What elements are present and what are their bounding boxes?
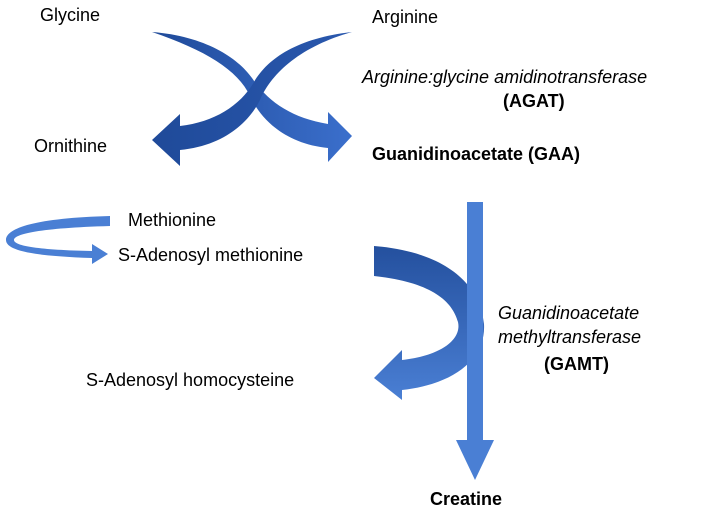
ornithine-label: Ornithine: [34, 136, 108, 156]
s-adenosyl-methionine-label: S-Adenosyl methionine: [118, 245, 304, 265]
sam-to-sah-arrow: [374, 246, 485, 400]
glycine-to-gaa-arrow: [152, 4, 352, 162]
arginine-to-ornithine-arrow: [152, 4, 352, 166]
gamt-enzyme-line1-label: Guanidinoacetate: [498, 303, 640, 323]
creatine-label: Creatine: [430, 489, 503, 509]
glycine-label: Glycine: [40, 5, 101, 25]
methionine-cycle-arrow: [6, 216, 110, 264]
methionine-label: Methionine: [128, 210, 217, 230]
guanidinoacetate-label: Guanidinoacetate (GAA): [372, 144, 581, 164]
gaa-to-creatine-arrow: [456, 202, 494, 480]
arginine-label: Arginine: [372, 7, 439, 27]
gamt-abbrev-label: (GAMT): [544, 354, 609, 374]
gamt-enzyme-line2-label: methyltransferase: [498, 327, 642, 347]
s-adenosyl-homocysteine-label: S-Adenosyl homocysteine: [86, 370, 295, 390]
agat-enzyme-label: Arginine:glycine amidinotransferase: [362, 67, 648, 87]
agat-abbrev-label: (AGAT): [503, 91, 565, 111]
